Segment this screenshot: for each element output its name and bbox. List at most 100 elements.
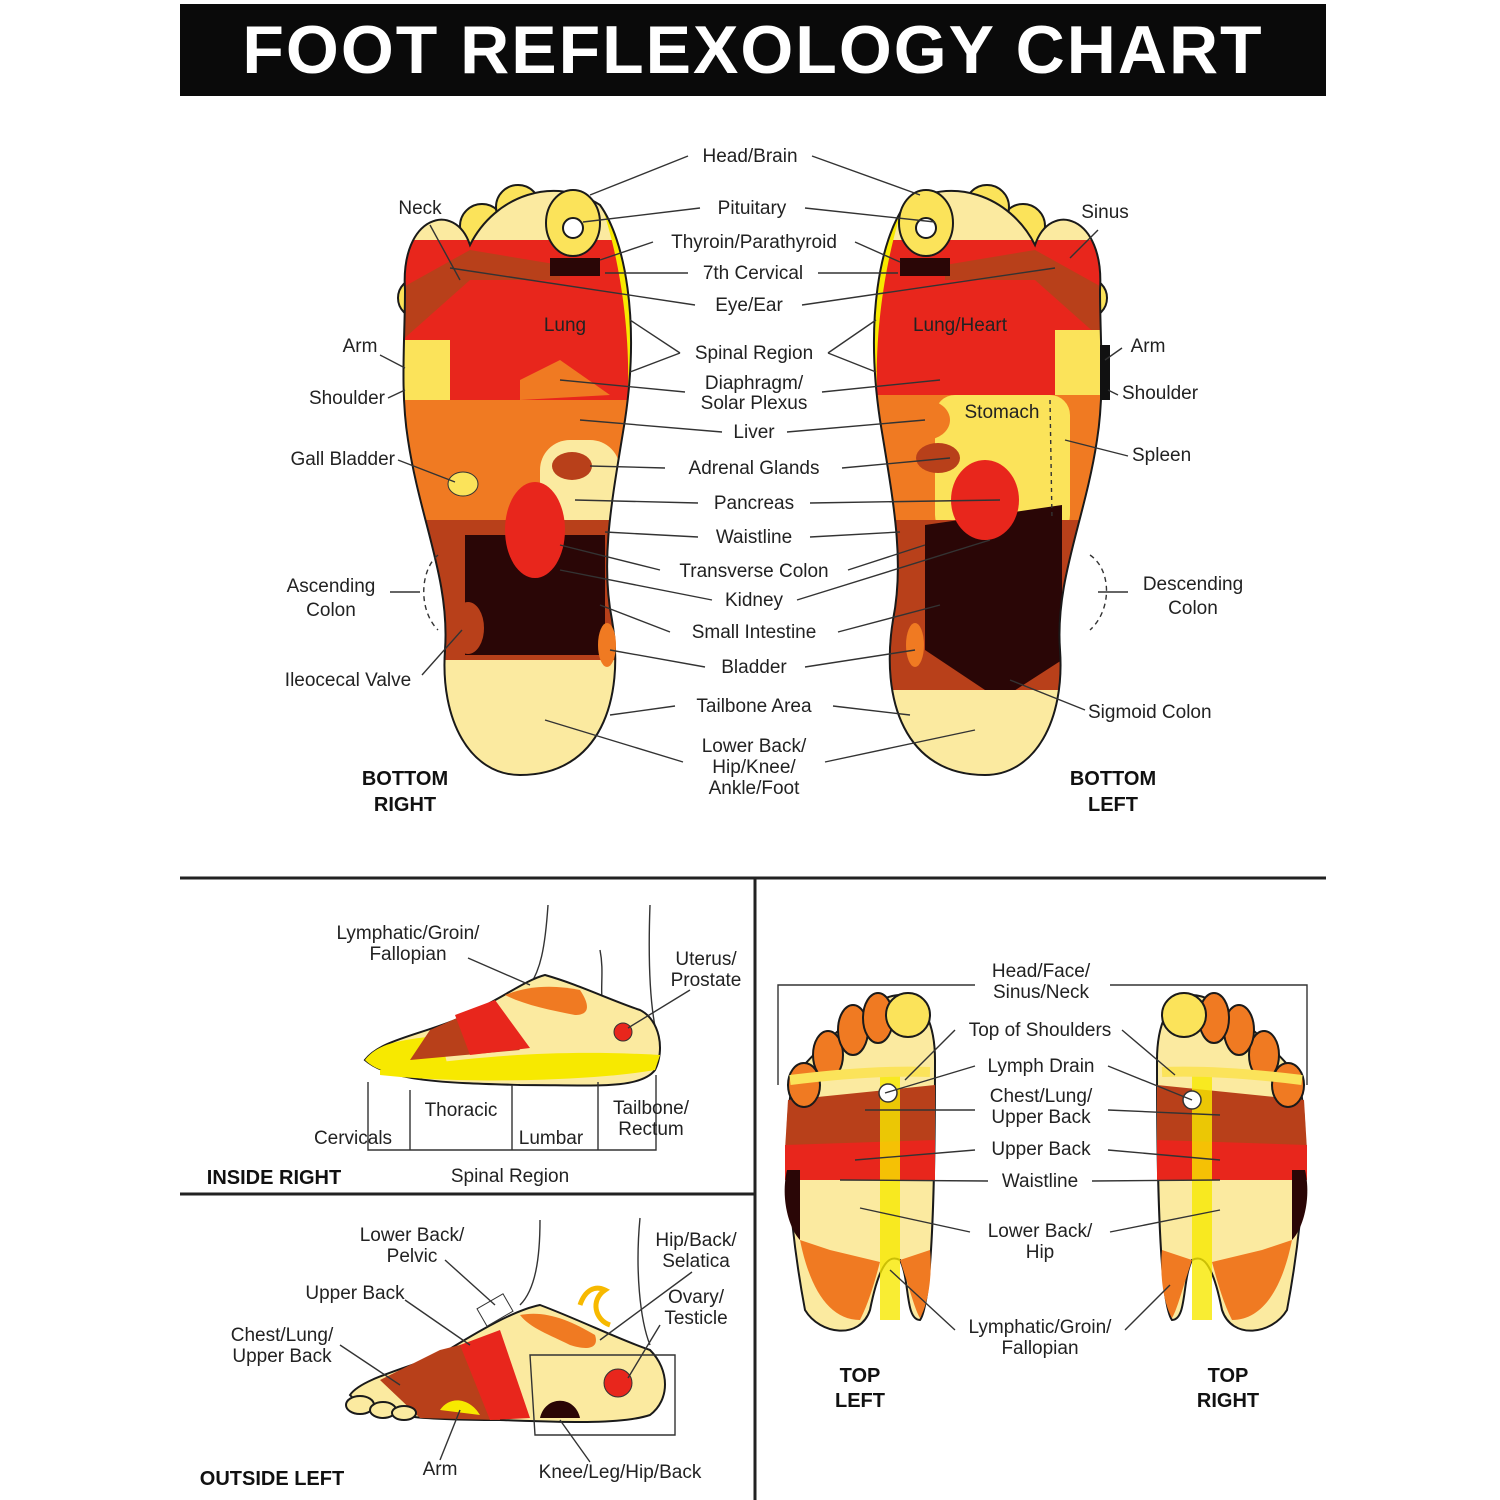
label-lumbar: Lumbar [519,1128,584,1149]
label-fallopian-top: Fallopian [1001,1338,1078,1359]
label-ankle-foot: Ankle/Foot [709,778,801,799]
label-upper-back-outside-2: Upper Back [232,1346,332,1367]
label-upper-back-outside: Upper Back [305,1283,405,1304]
adrenal-right [552,452,592,480]
label-testicle: Testicle [664,1308,727,1329]
label-head-brain: Head/Brain [702,146,797,167]
adrenal-left [916,443,960,473]
label-kidney: Kidney [725,590,784,611]
label-spleen: Spleen [1132,445,1191,466]
foot-top-left [784,992,937,1332]
label-ovary: Ovary/ [668,1287,725,1308]
label-hip-top: Hip [1026,1242,1055,1263]
label-lower-back-pelvic-1: Lower Back/ [360,1225,465,1246]
label-pancreas: Pancreas [714,493,794,514]
label-sciatica: Selatica [662,1251,730,1272]
label-descending-colon: Colon [1168,598,1218,619]
label-eye-ear: Eye/Ear [715,295,783,316]
label-7th-cervical: 7th Cervical [703,263,803,284]
label-top-of-shoulders: Top of Shoulders [969,1020,1112,1041]
label-ascending-colon: Colon [306,600,356,621]
pituitary-point-right [562,217,584,239]
sole-bottom-right [397,184,632,777]
label-sinus-neck: Sinus/Neck [993,982,1090,1003]
caption-outside-left: OUTSIDE LEFT [200,1468,344,1490]
label-knee-leg-hip-back: Knee/Leg/Hip/Back [539,1462,702,1483]
label-shoulder-left: Shoulder [1122,383,1199,404]
label-shoulder-right: Shoulder [309,388,386,409]
foot-top-right [1155,992,1308,1332]
label-tailbone: Tailbone Area [696,696,812,717]
label-chest-lung-top: Chest/Lung/ [990,1086,1093,1107]
foot-inside-right: Lymphatic/Groin/ Fallopian Uterus/ Prost… [207,904,742,1189]
label-head-face: Head/Face/ [992,961,1091,982]
page-title: FOOT REFLEXOLOGY CHART [242,12,1264,88]
pituitary-point-left [915,217,937,239]
sole-captions: BOTTOM RIGHT BOTTOM LEFT [362,768,1156,816]
label-spinal-region-inside: Spinal Region [451,1166,569,1187]
label-arm-left: Arm [1131,336,1166,357]
label-lymph-drain: Lymph Drain [987,1056,1094,1077]
label-upper-back-top-1: Upper Back [991,1107,1091,1128]
label-thoracic: Thoracic [425,1100,498,1121]
cervical-band-left [900,258,950,276]
sole-center-labels: Head/Brain Pituitary Thyroin/Parathyroid… [671,146,837,799]
gall-bladder-spot [447,471,479,497]
label-solar-plexus: Solar Plexus [701,393,808,414]
intestine-zone-left [925,505,1062,700]
label-adrenal: Adrenal Glands [689,458,820,479]
sole-leader-lines [379,155,1129,763]
label-hip-back: Hip/Back/ [655,1230,737,1251]
label-sinus: Sinus [1081,202,1129,223]
sole-left-side-labels: Sinus Arm Shoulder Spleen Descending Col… [913,202,1243,723]
label-gall-bladder: Gall Bladder [290,449,395,470]
caption-bottom-left-2: LEFT [1088,794,1138,816]
caption-bottom-left-1: BOTTOM [1070,768,1156,790]
label-upper-back-top-2: Upper Back [991,1139,1091,1160]
label-pituitary: Pituitary [718,198,787,219]
sole-bottom-left [873,184,1110,777]
label-waistline: Waistline [716,527,792,548]
cervical-band-right [550,258,600,276]
label-cervicals: Cervicals [314,1128,392,1149]
label-small-intestine: Small Intestine [692,622,817,643]
ascending-colon-bracket [423,554,439,631]
label-pelvic: Pelvic [387,1246,438,1267]
label-lymphatic-groin-top: Lymphatic/Groin/ [969,1317,1113,1338]
label-lung: Lung [544,315,586,336]
label-lung-heart: Lung/Heart [913,315,1008,336]
label-hip-knee: Hip/Knee/ [712,757,796,778]
label-tailbone-inside: Tailbone/ [613,1098,690,1119]
title-banner: FOOT REFLEXOLOGY CHART [180,4,1326,96]
label-bladder: Bladder [721,657,787,678]
label-stomach: Stomach [965,402,1040,423]
label-diaphragm: Diaphragm/ [705,373,804,394]
label-sigmoid-colon: Sigmoid Colon [1088,702,1212,723]
label-waistline-top: Waistline [1002,1171,1078,1192]
label-thyroid: Thyroin/Parathyroid [671,232,837,253]
caption-top-right-2: RIGHT [1197,1390,1259,1412]
label-neck: Neck [398,198,442,219]
label-descending: Descending [1143,574,1243,595]
caption-bottom-right-1: BOTTOM [362,768,448,790]
label-ileocecal: Ileocecal Valve [285,670,411,691]
caption-inside-right: INSIDE RIGHT [207,1167,341,1189]
label-fallopian-inside: Fallopian [369,944,446,965]
bladder-right [598,623,616,667]
caption-top-left-2: LEFT [835,1390,885,1412]
caption-top-right-1: TOP [1208,1365,1249,1387]
label-prostate: Prostate [671,970,742,991]
panel-dividers [180,876,1326,1500]
label-lymphatic-groin-inside: Lymphatic/Groin/ [337,923,481,944]
caption-top-left-1: TOP [840,1365,881,1387]
foot-outside-left: Lower Back/ Pelvic Hip/Back/ Selatica Up… [200,1217,737,1490]
label-arm-outside: Arm [423,1459,458,1480]
label-rectum: Rectum [618,1119,683,1140]
label-chest-lung-outside: Chest/Lung/ [231,1325,334,1346]
descending-colon-bracket [1089,554,1108,631]
label-spinal-region: Spinal Region [695,343,813,364]
kidney-right [505,482,565,578]
label-lower-back-top: Lower Back/ [988,1221,1093,1242]
sole-right-side-labels: Neck Arm Shoulder Gall Bladder Ascending… [285,198,586,691]
